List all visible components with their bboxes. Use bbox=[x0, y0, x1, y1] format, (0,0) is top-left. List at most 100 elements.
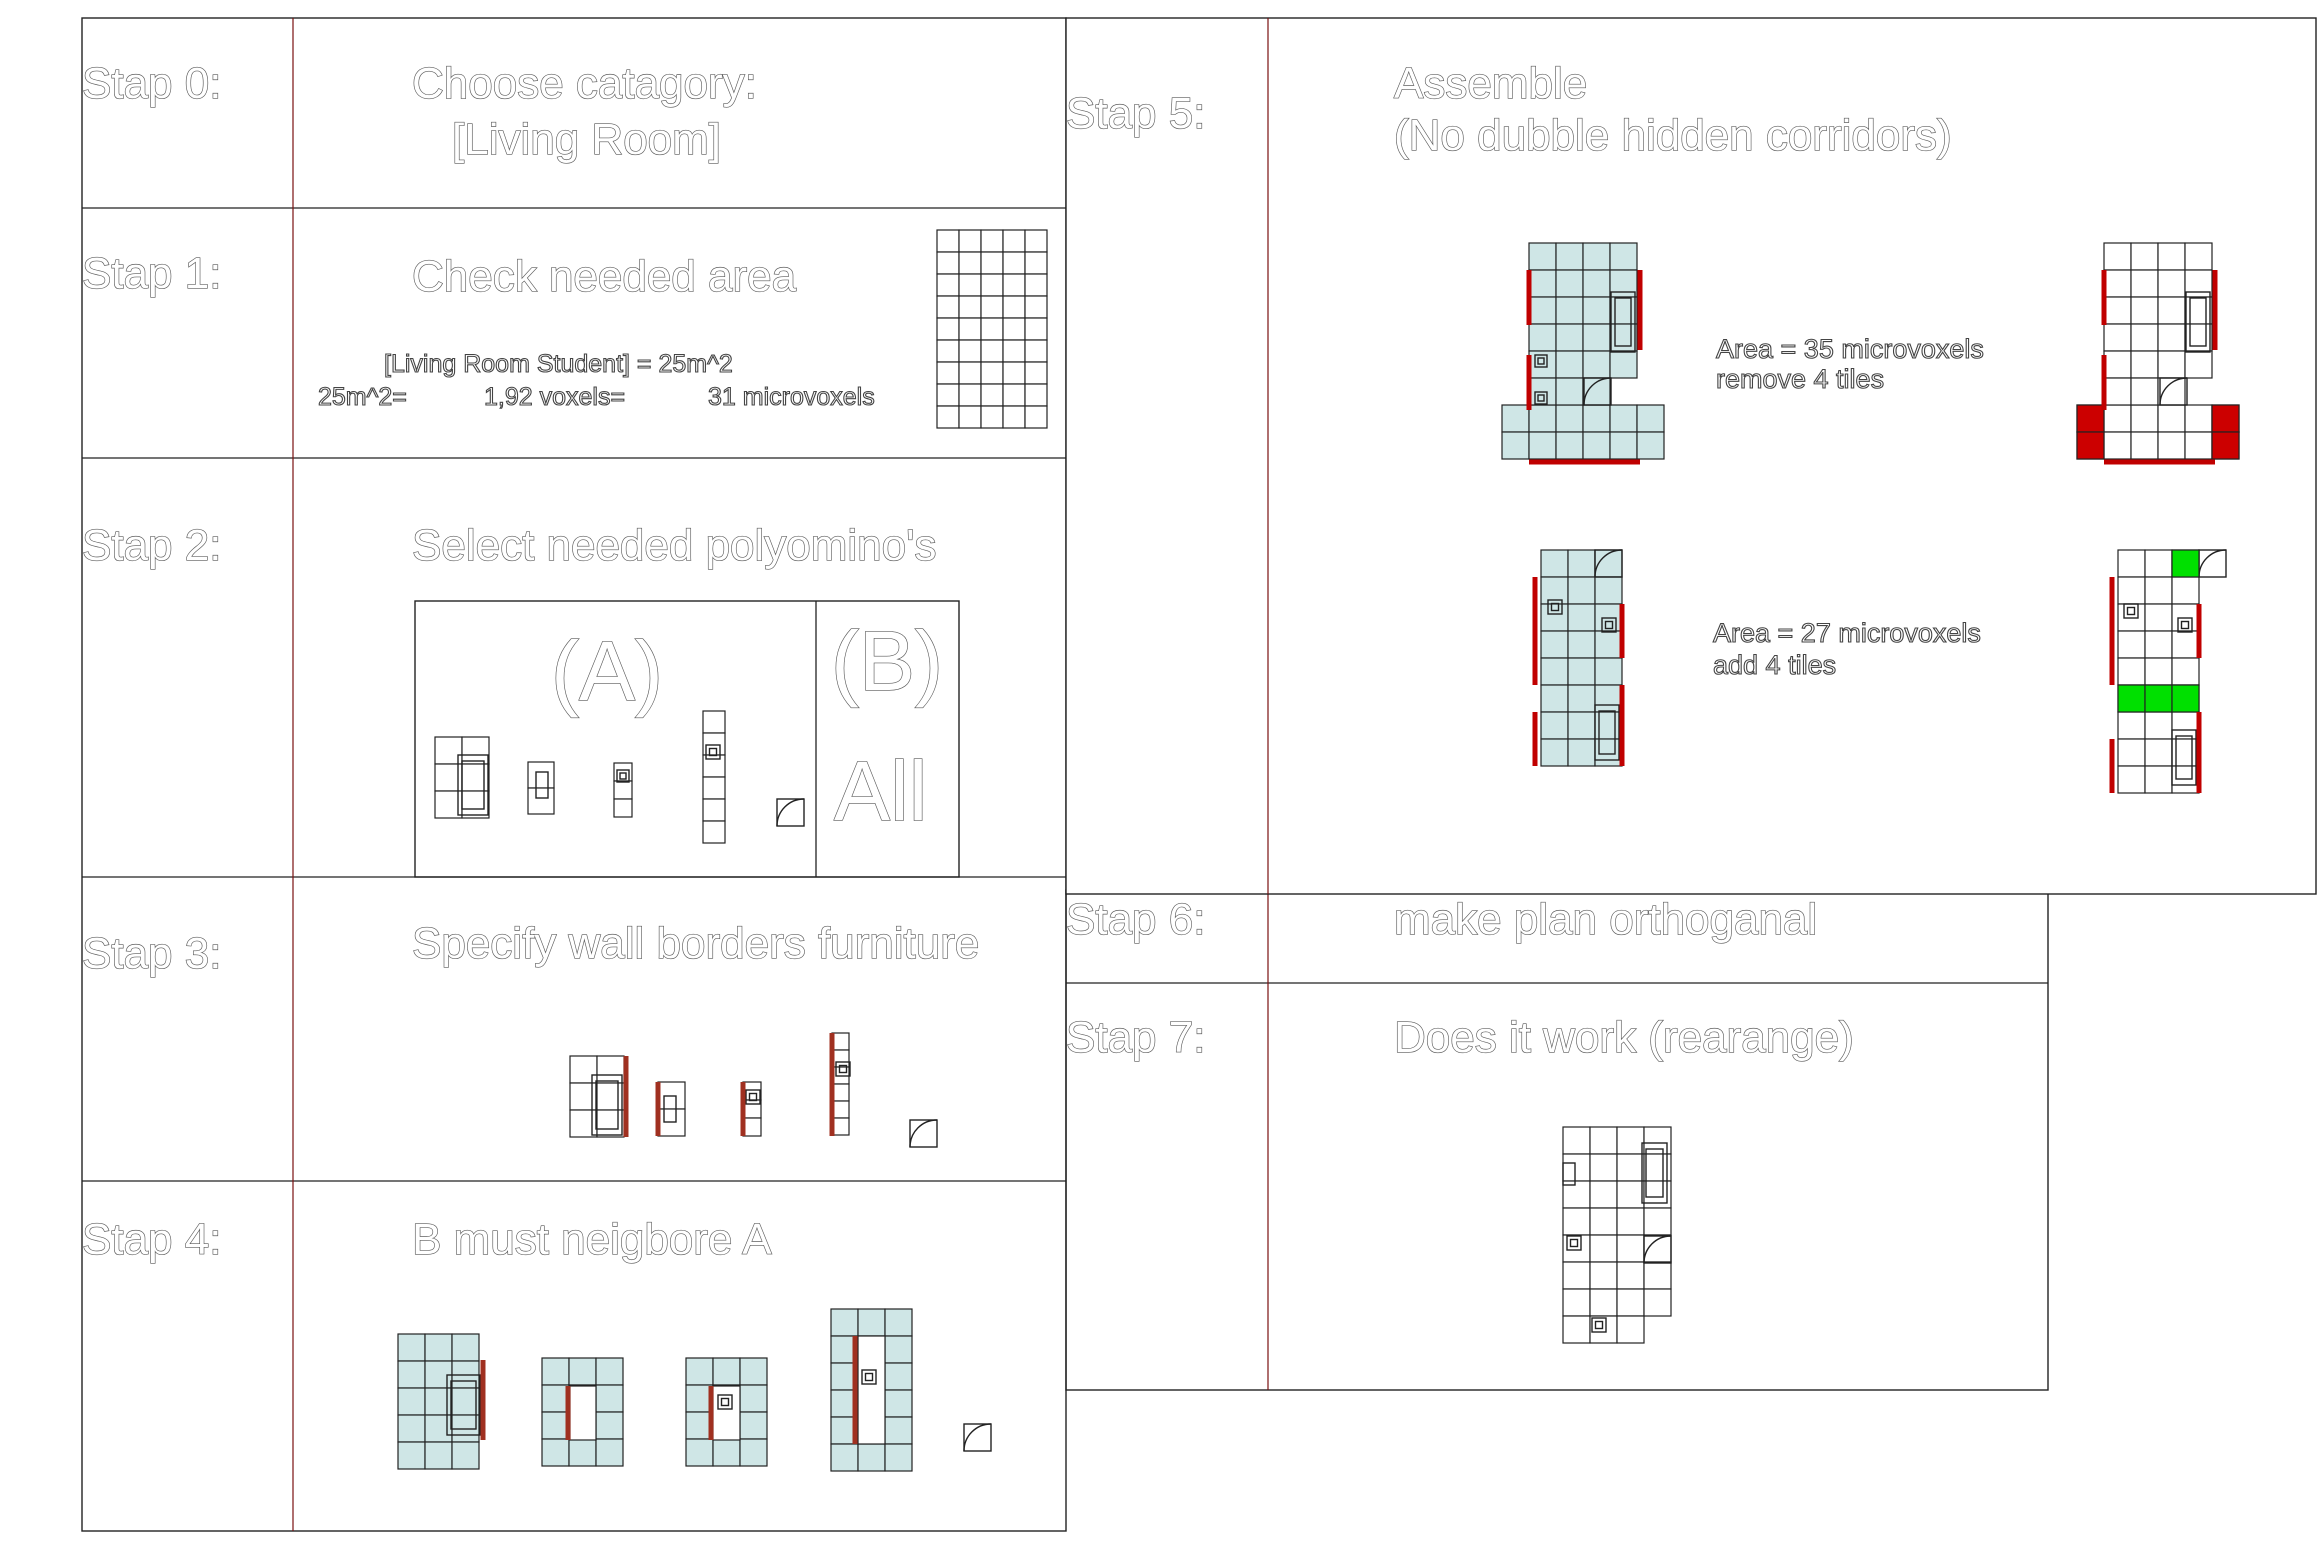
tile-grid bbox=[702, 710, 726, 844]
tile bbox=[1616, 1315, 1645, 1344]
tile bbox=[613, 798, 633, 818]
tile bbox=[936, 295, 960, 319]
sofa-seat bbox=[1598, 710, 1616, 755]
chair-symbol bbox=[1591, 1317, 1607, 1333]
chair-seat bbox=[720, 1397, 730, 1407]
tile bbox=[702, 798, 726, 822]
tile bbox=[712, 1357, 741, 1386]
tile-grid bbox=[397, 1333, 480, 1470]
tile bbox=[958, 361, 982, 385]
step-6-title: make plan orthoganal bbox=[1394, 895, 1817, 944]
step-5-subtitle: (No dubble hidden corridors) bbox=[1394, 111, 1952, 160]
tile bbox=[2144, 630, 2173, 659]
tile bbox=[884, 1443, 913, 1472]
tile bbox=[1589, 1126, 1618, 1155]
added-tile bbox=[2144, 684, 2173, 713]
tile bbox=[613, 780, 633, 800]
tile bbox=[1024, 383, 1048, 407]
door-swing bbox=[1643, 1235, 1672, 1264]
tile bbox=[1024, 273, 1048, 297]
tile bbox=[1589, 1180, 1618, 1209]
tile bbox=[2103, 431, 2132, 460]
polyomino-set-a bbox=[434, 710, 805, 844]
sofa-symbol bbox=[446, 1374, 481, 1436]
tile bbox=[831, 1083, 850, 1102]
tile bbox=[831, 1032, 850, 1051]
removed-tile bbox=[2076, 431, 2105, 460]
tile bbox=[958, 317, 982, 341]
tile bbox=[936, 273, 960, 297]
chair-symbol bbox=[1566, 1235, 1582, 1251]
tile bbox=[980, 251, 1004, 275]
tile bbox=[1540, 630, 1569, 659]
sofa-seat bbox=[2189, 297, 2207, 347]
sofa-seat bbox=[595, 1080, 619, 1130]
door-swing bbox=[2159, 377, 2188, 406]
tile bbox=[2117, 549, 2146, 578]
tile bbox=[1582, 242, 1611, 271]
tile bbox=[1567, 738, 1596, 767]
tile bbox=[936, 383, 960, 407]
tile bbox=[1528, 431, 1557, 460]
tile bbox=[702, 820, 726, 844]
tile bbox=[2184, 323, 2213, 352]
tile bbox=[1616, 1261, 1645, 1290]
tile-grid bbox=[2103, 242, 2213, 379]
tile-grid bbox=[1501, 404, 1665, 460]
tile bbox=[1555, 269, 1584, 298]
tile bbox=[884, 1308, 913, 1337]
tile bbox=[1540, 657, 1569, 686]
tile-grid bbox=[569, 1055, 625, 1138]
tile bbox=[1609, 404, 1638, 433]
tile bbox=[451, 1387, 480, 1416]
chair-symbol bbox=[616, 769, 630, 783]
tile bbox=[702, 776, 726, 800]
tile bbox=[2103, 404, 2132, 433]
tile bbox=[831, 1100, 850, 1119]
assembly-plans bbox=[1501, 242, 2240, 794]
desk-tile bbox=[857, 1335, 886, 1445]
tile bbox=[568, 1438, 597, 1467]
tile bbox=[1002, 339, 1026, 363]
tile bbox=[958, 339, 982, 363]
chair-symbol bbox=[705, 744, 721, 760]
tile bbox=[541, 1357, 570, 1386]
added-tile bbox=[2117, 684, 2146, 713]
tile bbox=[1643, 1288, 1672, 1317]
tile-grid bbox=[613, 762, 633, 818]
tile bbox=[397, 1387, 426, 1416]
tile bbox=[980, 273, 1004, 297]
tile bbox=[1540, 711, 1569, 740]
tile bbox=[424, 1441, 453, 1470]
tile bbox=[2117, 576, 2146, 605]
tile bbox=[569, 1082, 598, 1111]
tile bbox=[1616, 1234, 1645, 1263]
tile bbox=[830, 1308, 859, 1337]
chair-seat bbox=[1569, 1238, 1579, 1248]
tile-grid bbox=[2117, 549, 2200, 794]
sofa-seat bbox=[461, 760, 485, 810]
tile-grid bbox=[831, 1032, 850, 1136]
tile bbox=[1582, 431, 1611, 460]
tile bbox=[595, 1384, 624, 1413]
tile bbox=[2184, 242, 2213, 271]
tile bbox=[2130, 377, 2159, 406]
group-a-label: (A) bbox=[551, 624, 663, 718]
tile bbox=[958, 383, 982, 407]
tile bbox=[2184, 269, 2213, 298]
tile bbox=[424, 1333, 453, 1362]
tile-grid bbox=[1540, 549, 1623, 767]
tile bbox=[2130, 269, 2159, 298]
tile bbox=[1528, 323, 1557, 352]
tile bbox=[1609, 242, 1638, 271]
tile bbox=[702, 710, 726, 734]
tile bbox=[1582, 350, 1611, 379]
step-5-title: Assemble bbox=[1394, 59, 1587, 108]
tile bbox=[2130, 242, 2159, 271]
tile bbox=[1540, 549, 1569, 578]
tile bbox=[1562, 1315, 1591, 1344]
chair-symbol bbox=[1534, 391, 1548, 405]
tile bbox=[2103, 242, 2132, 271]
tile bbox=[2171, 576, 2200, 605]
tile bbox=[1594, 576, 1623, 605]
